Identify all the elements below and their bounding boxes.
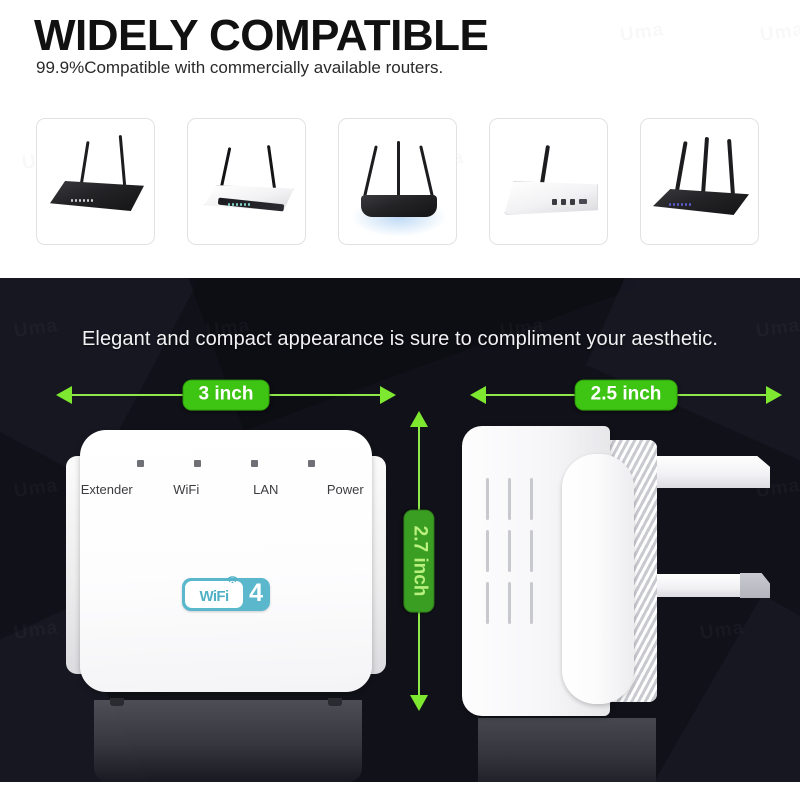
led-label-extender: Extender [80, 482, 133, 497]
router-card-list [0, 118, 800, 248]
extender-side-view [462, 418, 792, 782]
front-foot [110, 698, 124, 706]
router-white-2-antenna-icon [188, 119, 305, 244]
arrow-right-icon [380, 386, 396, 404]
router-card-4 [489, 118, 608, 245]
vent-slot-group [486, 478, 538, 624]
page-title: WIDELY COMPATIBLE [34, 11, 489, 60]
led-indicator-row [80, 460, 372, 467]
router-card-5 [640, 118, 759, 245]
router-black-2-antenna-icon [37, 119, 154, 244]
side-reflection [478, 718, 656, 782]
wifi-signal-icon [226, 576, 239, 583]
compatibility-section: Uma Uma Uma Uma Uma Uma WIDELY COMPATIBL… [0, 0, 800, 278]
arrow-right-icon [766, 386, 782, 404]
led-extender-icon [137, 460, 144, 467]
router-black-3-antenna-icon [339, 119, 456, 244]
router-card-3 [338, 118, 457, 245]
appearance-section: Uma Uma Uma Uma Uma Uma Uma Uma Uma Uma … [0, 278, 800, 782]
plug-pin-tip [740, 573, 770, 598]
dimension-label-width-side: 2.5 inch [574, 379, 678, 411]
plug-pin-bottom-icon [654, 574, 768, 597]
led-label-row: Extender WiFi LAN Power [80, 482, 372, 497]
dimension-height: 2.7 inch [403, 411, 435, 711]
wifi-badge-lozenge: WiFi [185, 576, 243, 608]
plug-pin-top-icon [654, 456, 770, 488]
led-label-wifi: WiFi [173, 482, 200, 497]
router-white-box-1-antenna-icon [490, 119, 607, 244]
arrow-down-icon [410, 695, 428, 711]
router-black-angular-3-antenna-icon [641, 119, 758, 244]
dimension-width-side: 2.5 inch [470, 379, 782, 411]
page-subtitle: 99.9%Compatible with commercially availa… [36, 58, 444, 77]
arrow-left-icon [470, 386, 486, 404]
arrow-up-icon [410, 411, 428, 427]
wifi-4-badge: WiFi 4 [182, 576, 270, 611]
wifi-badge-text: WiFi [199, 588, 229, 605]
bottom-white-strip [0, 782, 800, 800]
dimension-label-height: 2.7 inch [403, 509, 435, 613]
led-label-power: Power [326, 482, 364, 497]
wifi-badge-number: 4 [249, 579, 263, 607]
led-power-icon [308, 460, 315, 467]
router-card-2 [187, 118, 306, 245]
arrow-left-icon [56, 386, 72, 404]
led-lan-icon [251, 460, 258, 467]
dimension-label-width-front: 3 inch [182, 379, 270, 411]
extender-front-body: Extender WiFi LAN Power WiFi 4 [80, 430, 372, 692]
dimension-width-front: 3 inch [56, 379, 396, 411]
front-reflection [94, 700, 362, 782]
router-card-1 [36, 118, 155, 245]
appearance-tagline: Elegant and compact appearance is sure t… [81, 328, 719, 350]
front-foot [328, 698, 342, 706]
extender-center-ridge [562, 454, 634, 704]
extender-front-view: Extender WiFi LAN Power WiFi 4 [66, 420, 386, 782]
led-wifi-icon [194, 460, 201, 467]
led-label-lan: LAN [253, 482, 279, 497]
